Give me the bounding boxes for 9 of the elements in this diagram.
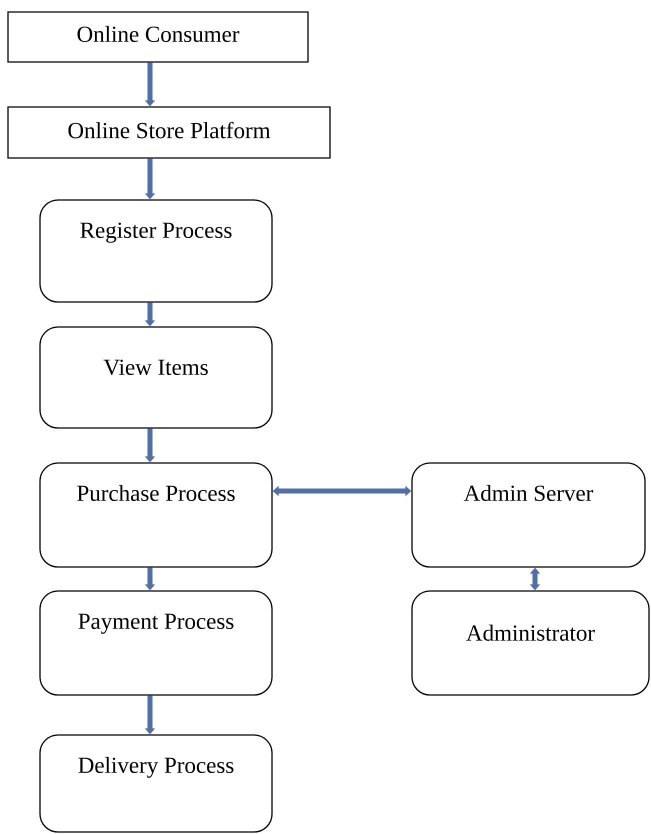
process-box: Administrator (411, 590, 650, 696)
process-box: Delivery Process (39, 734, 273, 833)
label-box: Online Store Platform (7, 106, 331, 159)
process-box: Purchase Process (39, 462, 273, 568)
label-box: Online Consumer (7, 11, 309, 63)
process-box: View Items (39, 326, 273, 429)
process-box: Admin Server (411, 462, 646, 568)
process-box: Payment Process (39, 590, 273, 696)
process-box: Register Process (39, 199, 273, 303)
